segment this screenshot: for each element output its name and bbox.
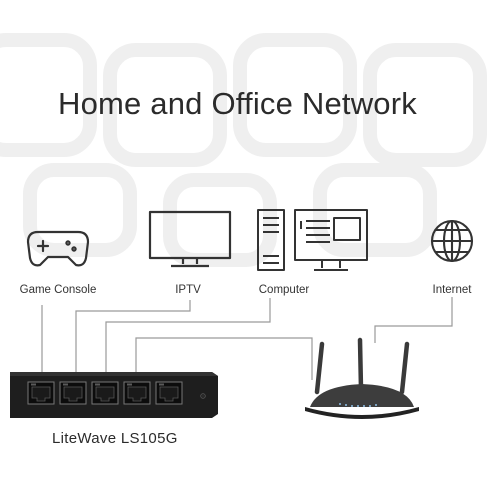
diagram-title: Home and Office Network [58,86,417,121]
label-computer: Computer [258,284,310,296]
switch-port [123,381,151,405]
switch-port [59,381,87,405]
globe-icon [430,219,474,263]
connection-lines [41,297,453,380]
switch-port [155,381,183,405]
desktop-computer-icon [257,209,368,271]
gamepad-icon [26,230,90,267]
background-pattern [0,33,487,267]
switch-port [27,381,55,405]
label-game-console: Game Console [19,284,97,296]
line-internet [374,297,453,343]
switch-label: LiteWave LS105G [52,430,178,447]
line-router-switch [135,337,313,380]
label-iptv: IPTV [175,284,201,296]
switch-port [91,381,119,405]
line-computer [105,298,271,372]
tv-icon [148,210,232,268]
line-iptv [75,300,191,372]
wifi-router-icon [305,337,419,419]
label-internet: Internet [432,284,472,296]
switch-ports [27,381,183,405]
network-switch-icon [10,372,218,418]
